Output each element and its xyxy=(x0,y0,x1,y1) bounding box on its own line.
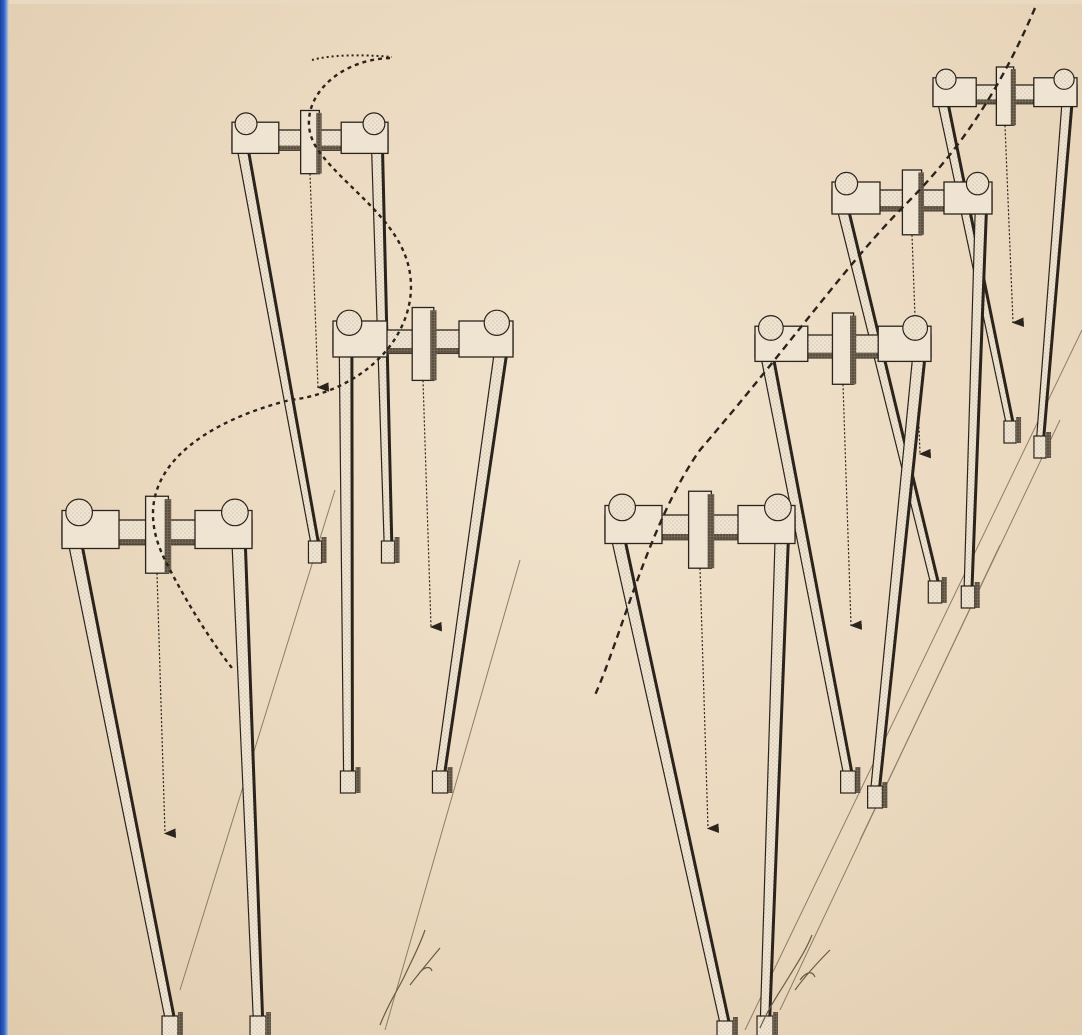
ground-lines xyxy=(180,330,1082,1030)
right-stilt-4-left-knob xyxy=(609,494,636,521)
left-stilt-1-right-knob xyxy=(363,113,385,135)
right-stilt-1-right-leg-foot xyxy=(1034,436,1046,458)
left-stilt-3-arrow xyxy=(157,573,165,833)
left-stilt-1-left-leg xyxy=(237,150,318,545)
right-stilt-4-arrow xyxy=(700,568,708,828)
left-stilt-2-right-knob xyxy=(484,310,509,335)
left-stilt-2-left-knob xyxy=(337,310,362,335)
right-stilt-1-left-knob xyxy=(936,69,956,89)
right-stilt-3-left-leg-foot xyxy=(841,771,856,793)
right-stilt-2-right-knob xyxy=(966,172,988,194)
right-stilt-4-left-leg xyxy=(612,540,730,1025)
left-stilt-3-left-leg xyxy=(69,545,175,1020)
right-stilt-2-left-leg-foot xyxy=(928,581,941,603)
left-stilt-3-right-knob xyxy=(222,499,249,526)
left-stilt-1-arrow xyxy=(310,174,318,388)
left-stilt-1-right-leg-foot xyxy=(381,541,394,563)
right-stilt-4-right-leg-foot xyxy=(757,1016,773,1035)
left-stilt-2-right-leg-foot xyxy=(432,771,447,793)
right-stilt-3-right-leg-foot xyxy=(868,786,883,808)
right-stilt-4 xyxy=(605,491,795,1035)
right-stilt-4-right-knob xyxy=(765,494,792,521)
left-stilt-3-left-leg-foot xyxy=(162,1016,178,1035)
right-stilt-3-right-knob xyxy=(903,316,928,341)
right-stilt-1-left-leg-foot xyxy=(1004,421,1016,443)
right-stilt-2-left-leg xyxy=(838,211,939,585)
right-stilt-2-right-leg-foot xyxy=(961,586,974,608)
left-stilt-2-left-leg-foot xyxy=(340,771,355,793)
right-stilt-1 xyxy=(933,67,1077,458)
left-stilt-3-right-leg-foot xyxy=(250,1016,266,1035)
left-stilt-2-left-leg xyxy=(339,353,352,775)
right-stilt-3-arrow xyxy=(843,384,851,625)
right-stilt-4-left-leg-foot xyxy=(717,1021,733,1035)
left-stilt-1-left-knob xyxy=(235,113,257,135)
stilt-figures xyxy=(62,67,1077,1035)
left-stilt-2-arrow xyxy=(423,380,431,627)
left-stilt-3-left-knob xyxy=(66,499,93,526)
left-stilt-3 xyxy=(62,496,271,1035)
left-stilt-1-left-leg-foot xyxy=(308,541,321,563)
right-stilt-1-arrow xyxy=(1005,125,1013,322)
right-stilt-1-right-knob xyxy=(1054,69,1074,89)
left-stilt-2 xyxy=(333,308,513,794)
right-stilt-2-left-knob xyxy=(835,172,857,194)
right-stilt-3-left-knob xyxy=(759,316,784,341)
